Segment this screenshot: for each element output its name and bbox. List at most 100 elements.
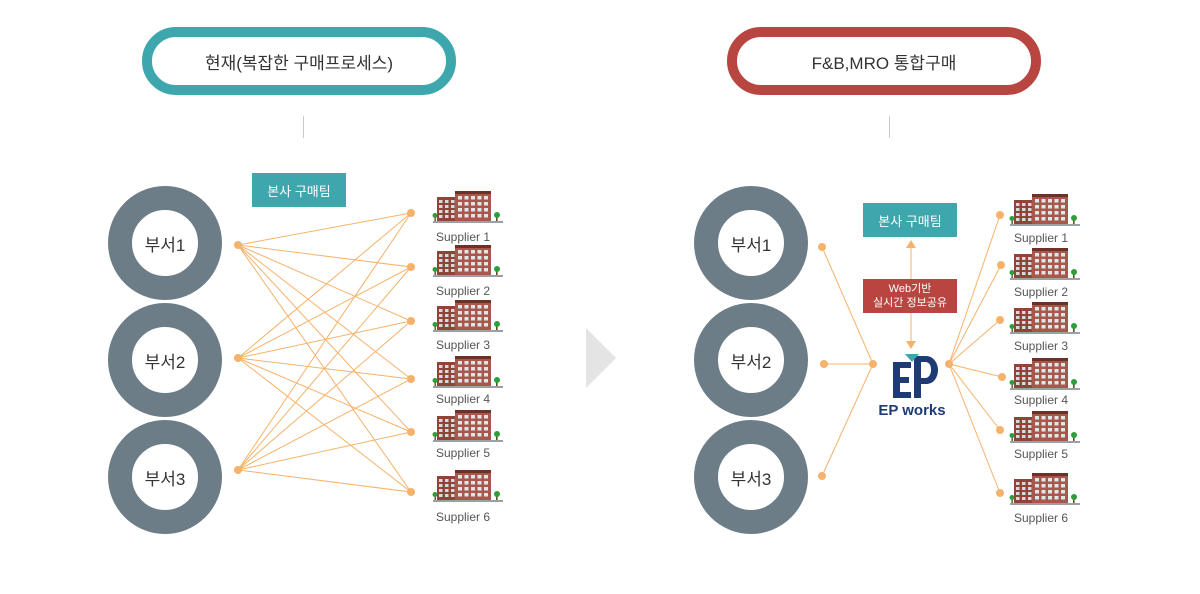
left-connector-3-3 xyxy=(237,320,412,471)
left-connector-1-1 xyxy=(237,212,412,246)
left-dept-3-label: 부서3 xyxy=(144,469,186,489)
right-supplier-connector-4 xyxy=(948,363,1003,378)
right-supplier-6-dot xyxy=(996,489,1004,497)
right-supplier-4-label: Supplier 4 xyxy=(1013,393,1069,407)
building-icon xyxy=(1010,473,1080,505)
hub-right-dot xyxy=(945,360,953,368)
left-supplier-6-dot xyxy=(407,488,415,496)
right-supplier-connector-6 xyxy=(948,363,1001,494)
web-box-line-2: 실시간 정보공유 xyxy=(873,297,947,309)
left-dept-2-dot xyxy=(234,354,242,362)
right-hq-purchase-team: 본사 구매팀 xyxy=(863,203,957,237)
current-process-title-text: 현재(복잡한 구매프로세스) xyxy=(204,53,394,73)
tree-icon xyxy=(1009,215,1077,224)
building-icon xyxy=(1010,302,1080,334)
building-icon xyxy=(1010,411,1080,443)
left-supplier-1-label: Supplier 1 xyxy=(435,230,491,244)
building-icon xyxy=(1010,248,1080,280)
web-box-line-1: Web기반 xyxy=(888,283,932,295)
right-supplier-connector-5 xyxy=(948,363,1001,431)
tree-icon xyxy=(432,266,500,275)
left-supplier-1-dot xyxy=(407,209,415,217)
left-supplier-4-label: Supplier 4 xyxy=(435,392,491,406)
left-connector-2-3 xyxy=(237,320,412,359)
left-supplier-4-dot xyxy=(407,375,415,383)
right-dept-1-label: 부서1 xyxy=(730,235,772,255)
tree-icon xyxy=(432,377,500,386)
tree-icon xyxy=(432,212,500,221)
left-supplier-5-label: Supplier 5 xyxy=(435,446,491,460)
right-supplier-1-dot xyxy=(996,211,1004,219)
right-hq-label: 본사 구매팀 xyxy=(878,213,942,229)
left-divider-line xyxy=(303,116,304,138)
chevron-right-icon xyxy=(586,328,616,388)
building-icon xyxy=(1010,358,1080,390)
right-supplier-connector-3 xyxy=(948,319,1001,365)
left-connector-3-1 xyxy=(237,212,412,471)
tree-icon xyxy=(1009,494,1077,503)
left-dept-1-dot xyxy=(234,241,242,249)
right-supplier-3-label: Supplier 3 xyxy=(1013,339,1069,353)
right-dept-connector-1 xyxy=(821,246,874,365)
hub-left-dot xyxy=(869,360,877,368)
left-supplier-6-label: Supplier 6 xyxy=(435,510,491,524)
right-dept-3-label: 부서3 xyxy=(730,469,772,489)
left-dept-3-dot xyxy=(234,466,242,474)
right-supplier-2-label: Supplier 2 xyxy=(1013,285,1069,299)
arrow-down-icon xyxy=(906,341,916,349)
right-supplier-5-dot xyxy=(996,426,1004,434)
building-icon xyxy=(433,191,503,223)
left-connector-2-1 xyxy=(237,212,412,359)
right-supplier-connector-1 xyxy=(948,214,1001,365)
integrated-purchase-title: F&B,MRO 통합구매 xyxy=(727,27,1041,95)
tree-icon xyxy=(1009,432,1077,441)
right-supplier-5-label: Supplier 5 xyxy=(1013,447,1069,461)
right-supplier-4-dot xyxy=(998,373,1006,381)
building-icon xyxy=(433,470,503,502)
right-supplier-2-dot xyxy=(997,261,1005,269)
right-supplier-3-dot xyxy=(996,316,1004,324)
left-supplier-2-dot xyxy=(407,263,415,271)
tree-icon xyxy=(432,491,500,500)
right-divider-line xyxy=(889,116,890,138)
ep-logo-icon xyxy=(893,354,938,398)
left-connector-3-2 xyxy=(237,266,412,471)
current-process-title: 현재(복잡한 구매프로세스) xyxy=(142,27,456,95)
left-supplier-2-label: Supplier 2 xyxy=(435,284,491,298)
left-connector-1-3 xyxy=(237,244,412,322)
left-connector-3-6 xyxy=(237,469,412,493)
left-hq-purchase-team: 본사 구매팀 xyxy=(252,173,346,207)
tree-icon xyxy=(432,431,500,440)
left-connector-3-4 xyxy=(237,378,412,471)
right-supplier-1-label: Supplier 1 xyxy=(1013,231,1069,245)
arrow-up-icon xyxy=(906,240,916,248)
left-supplier-3-label: Supplier 3 xyxy=(435,338,491,352)
web-info-sharing-box: Web기반 실시간 정보공유 xyxy=(863,279,957,313)
right-dept-2-label: 부서2 xyxy=(730,352,772,372)
tree-icon xyxy=(1009,269,1077,278)
left-connector-3-5 xyxy=(237,431,412,471)
tree-icon xyxy=(1009,323,1077,332)
building-icon xyxy=(433,300,503,332)
right-dept-3-dot xyxy=(818,472,826,480)
left-supplier-5-dot xyxy=(407,428,415,436)
left-dept-2-label: 부서2 xyxy=(144,352,186,372)
right-dept-2-dot xyxy=(820,360,828,368)
building-icon xyxy=(433,245,503,277)
right-supplier-6-label: Supplier 6 xyxy=(1013,511,1069,525)
tree-icon xyxy=(432,321,500,330)
right-supplier-connector-2 xyxy=(948,264,1002,365)
tree-icon xyxy=(1009,379,1077,388)
integrated-purchase-title-text: F&B,MRO 통합구매 xyxy=(811,53,957,73)
left-hq-label: 본사 구매팀 xyxy=(267,183,331,199)
ep-works-brand-text: EP works xyxy=(878,402,946,419)
right-dept-1-dot xyxy=(818,243,826,251)
left-connector-1-2 xyxy=(237,244,412,268)
building-icon xyxy=(1010,194,1080,226)
left-dept-1-label: 부서1 xyxy=(144,235,186,255)
left-connector-2-2 xyxy=(237,266,412,359)
left-supplier-3-dot xyxy=(407,317,415,325)
